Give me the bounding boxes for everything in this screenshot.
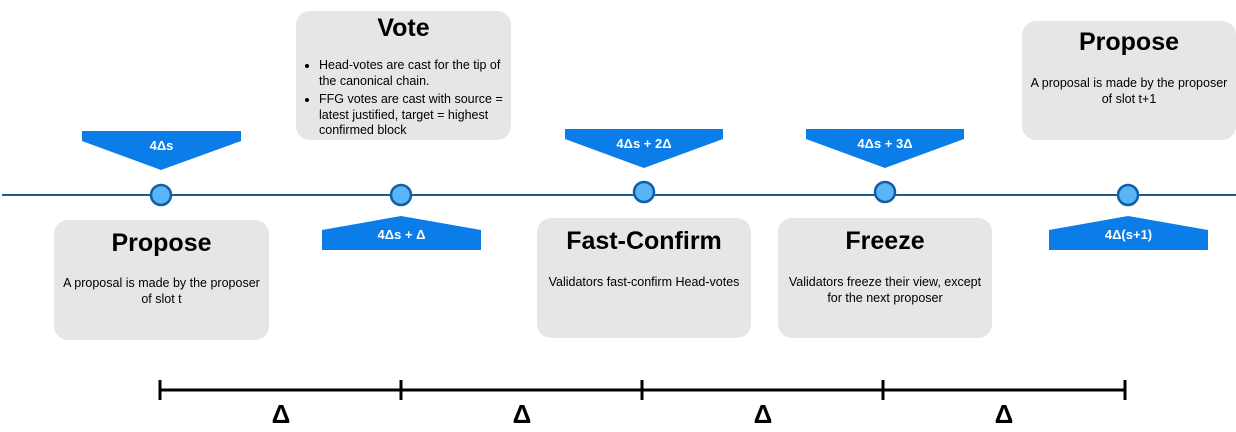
time-label-t4: 4Δ(s+1) bbox=[1104, 227, 1153, 242]
phase-title: Propose bbox=[111, 229, 212, 257]
phase-description: Validators fast-confirm Head-votes bbox=[548, 275, 740, 289]
phase-title: Propose bbox=[1078, 28, 1180, 56]
time-label-t1: 4Δs + Δ bbox=[377, 227, 426, 242]
vote-bullet-list: Head-votes are cast for the tip of the c… bbox=[296, 58, 511, 139]
list-item: FFG votes are cast with source = latest … bbox=[319, 92, 503, 139]
timeline-node-t2 bbox=[632, 180, 656, 204]
list-item: Head-votes are cast for the tip of the c… bbox=[319, 58, 503, 89]
timeline-node-t0 bbox=[149, 183, 173, 207]
time-label-t2: 4Δs + 2Δ bbox=[616, 136, 672, 151]
delta-scale-bar bbox=[158, 380, 1127, 400]
time-flag-t1 bbox=[322, 216, 481, 250]
timeline-node-t1 bbox=[389, 183, 413, 207]
delta-interval-label: Δ bbox=[994, 399, 1014, 429]
time-label-t0: 4Δs bbox=[149, 138, 174, 153]
time-flag-t0 bbox=[82, 131, 241, 170]
phase-box-propose-t1: Propose A proposal is made by the propos… bbox=[1022, 21, 1236, 140]
timeline-node-t4 bbox=[1116, 183, 1140, 207]
phase-description: A proposal is made by the proposer of sl… bbox=[1030, 76, 1228, 106]
timeline-node-t3 bbox=[873, 180, 897, 204]
phase-box-freeze: Freeze Validators freeze their view, exc… bbox=[778, 218, 992, 338]
delta-interval-label: Δ bbox=[271, 399, 291, 429]
phase-description: A proposal is made by the proposer of sl… bbox=[63, 276, 260, 306]
phase-title: Fast-Confirm bbox=[566, 227, 722, 255]
phase-box-propose-t: Propose A proposal is made by the propos… bbox=[54, 220, 269, 340]
phase-title: Vote bbox=[377, 14, 430, 42]
time-flag-t3 bbox=[806, 129, 964, 168]
time-label-t3: 4Δs + 3Δ bbox=[857, 136, 913, 151]
time-flag-t4 bbox=[1049, 216, 1208, 250]
time-flag-t2 bbox=[565, 129, 723, 168]
phase-box-vote: Vote Head-votes are cast for the tip of … bbox=[296, 11, 511, 140]
phase-description: Validators freeze their view, except for… bbox=[788, 275, 982, 305]
delta-interval-label: Δ bbox=[512, 399, 532, 429]
phase-box-fast-confirm: Fast-Confirm Validators fast-confirm Hea… bbox=[537, 218, 751, 338]
phase-title: Freeze bbox=[845, 227, 925, 255]
delta-interval-label: Δ bbox=[753, 399, 773, 429]
